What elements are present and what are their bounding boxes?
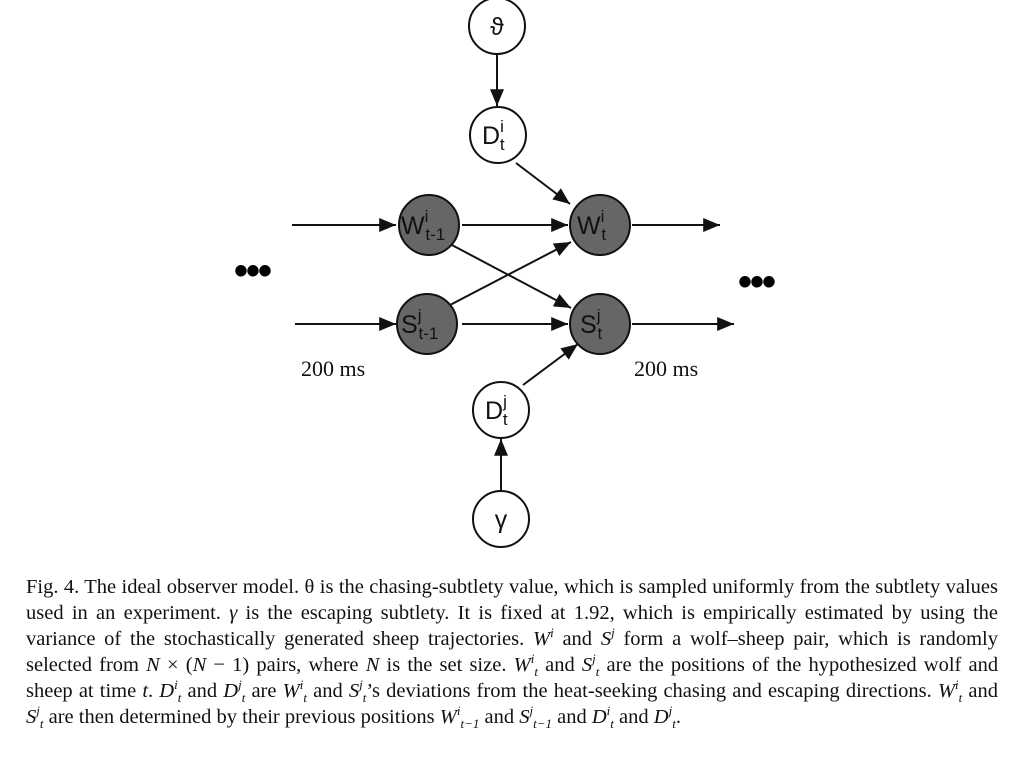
- node-s-prev-label: S: [401, 311, 418, 339]
- svg-text:Wit: Wit: [577, 207, 606, 244]
- node-gamma-label: γ: [495, 506, 508, 534]
- node-gamma: γ: [472, 490, 530, 548]
- node-theta: ϑ: [468, 0, 526, 55]
- node-theta-label: ϑ: [490, 13, 504, 41]
- node-w-t-label: W: [577, 212, 601, 240]
- caption-label: Fig. 4.: [26, 576, 80, 598]
- figure-caption: Fig. 4. The ideal observer model. θ is t…: [26, 576, 999, 732]
- ellipsis-right: •••: [738, 260, 775, 304]
- ellipsis-left: •••: [234, 249, 271, 293]
- svg-text:Djt: Djt: [485, 392, 508, 429]
- svg-text:Sjt-1: Sjt-1: [401, 306, 438, 343]
- edge-d-top-to-w-t: [515, 162, 571, 205]
- svg-text:Sjt: Sjt: [580, 306, 602, 343]
- edges: [292, 54, 734, 490]
- edge-s-prev-to-w-t: [449, 241, 572, 306]
- svg-text:Wit-1: Wit-1: [401, 207, 445, 244]
- edge-w-prev-to-s-t: [449, 243, 572, 309]
- time-label-right: 200 ms: [634, 356, 698, 381]
- node-d-top-label: D: [482, 122, 500, 150]
- node-s-t-label: S: [580, 311, 597, 339]
- time-label-left: 200 ms: [301, 356, 365, 381]
- node-w-prev-label: W: [401, 212, 425, 240]
- node-d-bottom-label: D: [485, 397, 503, 425]
- svg-text:Dit: Dit: [482, 117, 505, 154]
- edge-d-bottom-to-s-t: [522, 343, 579, 386]
